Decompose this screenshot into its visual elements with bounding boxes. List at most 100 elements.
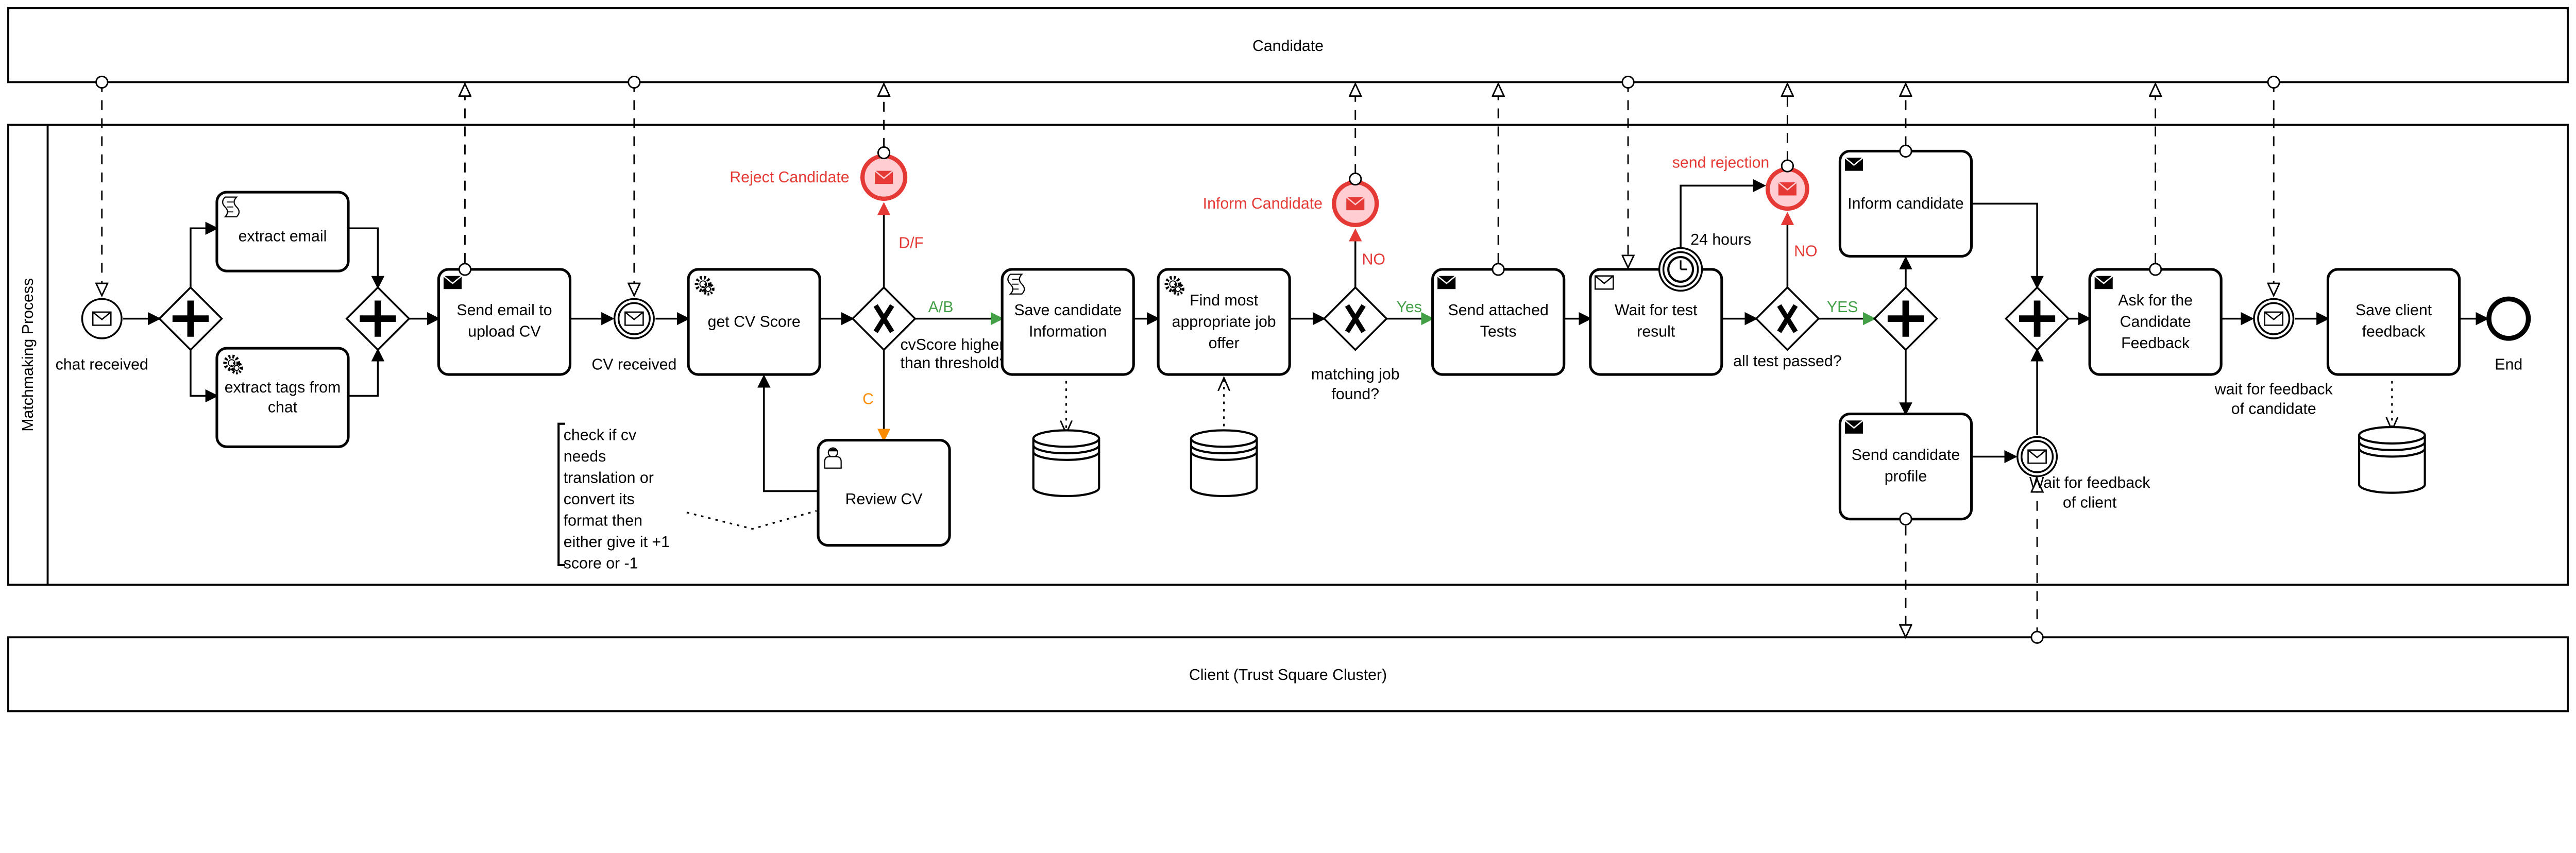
envelope-icon xyxy=(2027,449,2047,464)
envelope-icon xyxy=(624,311,644,326)
gateway-label: matching job xyxy=(1311,366,1400,383)
parallel-gateway[interactable] xyxy=(158,286,223,351)
start-event-chat-received[interactable]: chat received xyxy=(56,298,148,373)
task-label: Save candidate xyxy=(1014,302,1122,319)
flow[interactable] xyxy=(190,350,219,403)
exclusive-gateway-matching-job[interactable]: matching job found? xyxy=(1311,286,1400,403)
flow-label-df: D/F xyxy=(899,235,924,252)
event-label: wait for feedback xyxy=(2214,381,2333,398)
data-store-icon[interactable] xyxy=(1033,430,1099,496)
end-event-reject-candidate[interactable]: Reject Candidate xyxy=(730,146,908,201)
x-icon xyxy=(1777,304,1798,333)
task-label: Candidate xyxy=(2120,314,2191,331)
flow-label-yes: Yes xyxy=(1396,299,1421,316)
intermediate-event-wait-feedback-client[interactable]: Wait for feedback of client xyxy=(2016,436,2150,511)
event-label: Inform Candidate xyxy=(1203,195,1323,212)
annotation-line: check if cv xyxy=(564,427,637,444)
flow[interactable] xyxy=(348,348,385,397)
pool-client[interactable]: Client (Trust Square Cluster) xyxy=(7,636,2569,712)
annotation-line: either give it +1 xyxy=(564,534,670,551)
parallel-gateway[interactable] xyxy=(345,286,411,351)
task-label: Find most xyxy=(1190,292,1259,309)
message-flow-start xyxy=(2267,75,2280,89)
data-associations xyxy=(686,378,2392,530)
plus-icon xyxy=(360,300,396,337)
task-label: feedback xyxy=(2362,323,2426,340)
task-label: Inform candidate xyxy=(1848,195,1964,212)
event-label: Wait for feedback xyxy=(2029,474,2150,491)
task-get-cv-score[interactable]: get CV Score xyxy=(687,268,821,376)
flow[interactable] xyxy=(190,221,219,288)
flow-label-yes: YES xyxy=(1827,299,1858,316)
task-review-cv[interactable]: Review CV xyxy=(817,439,951,547)
event-label: Reject Candidate xyxy=(730,169,849,186)
send-envelope-icon xyxy=(2094,275,2114,290)
message-flow-start xyxy=(2030,630,2044,644)
task-label: Feedback xyxy=(2121,335,2190,352)
task-save-candidate[interactable]: Save candidate Information xyxy=(1001,268,1135,376)
data-store-icon[interactable] xyxy=(2359,427,2425,493)
annotation-association[interactable] xyxy=(686,510,817,530)
task-send-profile[interactable]: Send candidate profile xyxy=(1838,413,1973,526)
send-envelope-icon xyxy=(1436,275,1456,290)
task-wait-test[interactable]: Wait for test result xyxy=(1589,268,1723,376)
task-label: Save client xyxy=(2355,302,2432,319)
task-label: extract email xyxy=(239,228,327,245)
event-label: send rejection xyxy=(1672,154,1770,171)
flow[interactable] xyxy=(348,227,385,289)
parallel-gateway[interactable] xyxy=(2005,286,2070,351)
gateway-label: found? xyxy=(1331,386,1379,403)
send-envelope-icon xyxy=(1844,420,1864,435)
exclusive-gateway-cv-score[interactable]: cvScore higher than threshold? xyxy=(851,286,1008,371)
intermediate-event-cv-received[interactable]: CV received xyxy=(591,298,676,373)
flow-timeout[interactable] xyxy=(1680,179,1766,248)
flow[interactable] xyxy=(1971,202,2044,289)
task-label: Send candidate xyxy=(1852,447,1960,464)
end-event-send-rejection[interactable]: send rejection xyxy=(1672,154,1809,211)
task-label: profile xyxy=(1885,468,1927,485)
task-ask-feedback[interactable]: Ask for the Candidate Feedback xyxy=(2088,263,2223,376)
task-find-job[interactable]: Find most appropriate job offer xyxy=(1157,268,1291,376)
message-flow-start xyxy=(1621,75,1635,89)
task-save-client-feedback[interactable]: Save client feedback xyxy=(2326,268,2461,376)
clock-icon xyxy=(1667,255,1694,283)
event-label: of candidate xyxy=(2231,401,2316,418)
boundary-timer-event[interactable]: 24 hours xyxy=(1658,231,1751,292)
data-store-icon[interactable] xyxy=(1191,430,1257,496)
task-send-tests[interactable]: Send attached Tests xyxy=(1431,263,1566,376)
gateway-label: than threshold? xyxy=(900,354,1008,371)
parallel-gateway[interactable] xyxy=(1873,286,1939,351)
envelope-icon xyxy=(92,311,112,326)
intermediate-event-wait-feedback-candidate[interactable]: wait for feedback of candidate xyxy=(2214,298,2333,418)
task-extract-email[interactable]: extract email xyxy=(215,191,350,272)
task-label: Ask for the xyxy=(2118,292,2193,309)
sequence-flows xyxy=(123,179,2489,492)
flow[interactable] xyxy=(757,374,819,492)
task-send-email[interactable]: Send email to upload CV xyxy=(437,263,572,376)
task-label: offer xyxy=(1209,335,1240,352)
pool-process-label: Matchmaking Process xyxy=(20,278,37,432)
task-inform-candidate[interactable]: Inform candidate xyxy=(1838,144,1973,258)
annotation-line: translation or xyxy=(564,469,654,486)
timer-label: 24 hours xyxy=(1690,231,1751,248)
event-label: chat received xyxy=(56,356,148,373)
flow-label-no: NO xyxy=(1794,243,1817,260)
pool-candidate[interactable]: Candidate xyxy=(7,7,2569,83)
x-icon xyxy=(1345,304,1366,333)
end-event[interactable]: End xyxy=(2486,296,2531,373)
plus-icon xyxy=(2019,300,2056,337)
task-extract-tags[interactable]: extract tags from chat xyxy=(215,347,350,448)
bpmn-diagram: Candidate Matchmaking Process Client (Tr… xyxy=(7,7,2569,712)
task-label: upload CV xyxy=(468,323,541,340)
task-label: chat xyxy=(268,399,298,416)
event-label: CV received xyxy=(591,356,676,373)
end-event-inform-candidate[interactable]: Inform Candidate xyxy=(1203,172,1379,228)
exclusive-gateway-all-tests[interactable]: all test passed? xyxy=(1733,286,1842,370)
annotation-line: needs xyxy=(564,448,606,465)
message-flow-start xyxy=(95,75,109,89)
task-label: extract tags from xyxy=(225,379,341,396)
task-label: get CV Score xyxy=(708,314,801,331)
task-label: Wait for test xyxy=(1615,302,1698,319)
flow-label-c: C xyxy=(862,390,874,407)
text-annotation[interactable]: check if cv needs translation or convert… xyxy=(557,422,670,572)
